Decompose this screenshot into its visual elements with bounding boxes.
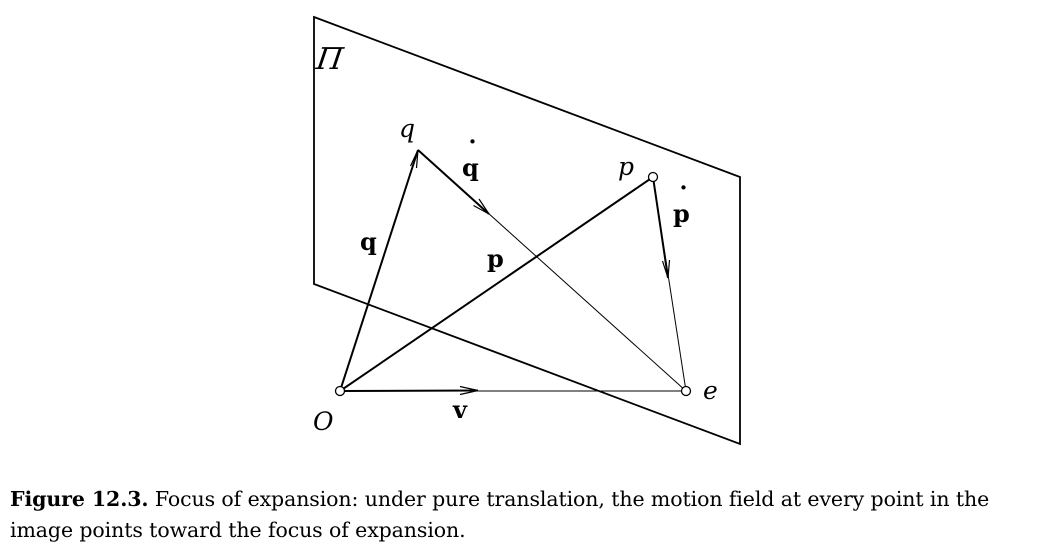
label-origin: O [313,407,334,436]
label-focus-of-expansion: e [703,376,718,405]
vector-q-dot-arrowhead [473,198,490,215]
figure-caption-label: Figure 12.3. [10,487,149,511]
label-vector-p: p [487,244,504,273]
label-vector-v: v [452,395,468,424]
vector-p-dot-arrowhead [661,259,671,279]
q-dot-accent: ˙ [465,136,480,171]
label-vector-q: q [360,227,377,256]
focus-of-expansion-point [680,385,692,397]
image-plane [313,15,741,446]
plane-label: Π [313,42,346,77]
label-vector-p-dot: p [673,199,690,228]
vector-v [339,389,479,392]
vector-p [339,176,654,392]
figure-caption-text: Focus of expansion: under pure translati… [10,487,990,542]
vector-q-arrowhead [409,149,419,169]
label-point-q: q [399,114,415,143]
vector-v-arrowhead [459,385,479,396]
point-p [647,171,659,183]
label-vector-q-dot: q [462,153,479,182]
p-dot-accent: ˙ [676,182,691,217]
label-point-p: p [618,152,634,181]
figure-caption: Figure 12.3. Focus of expansion: under p… [10,484,1050,546]
vector-q-dot [417,149,490,215]
focus-of-expansion-diagram: Π O q p e q p v q ˙ p ˙ [313,15,741,446]
vector-q [339,149,419,392]
origin-point [334,385,346,397]
vector-p-dot [652,176,669,279]
